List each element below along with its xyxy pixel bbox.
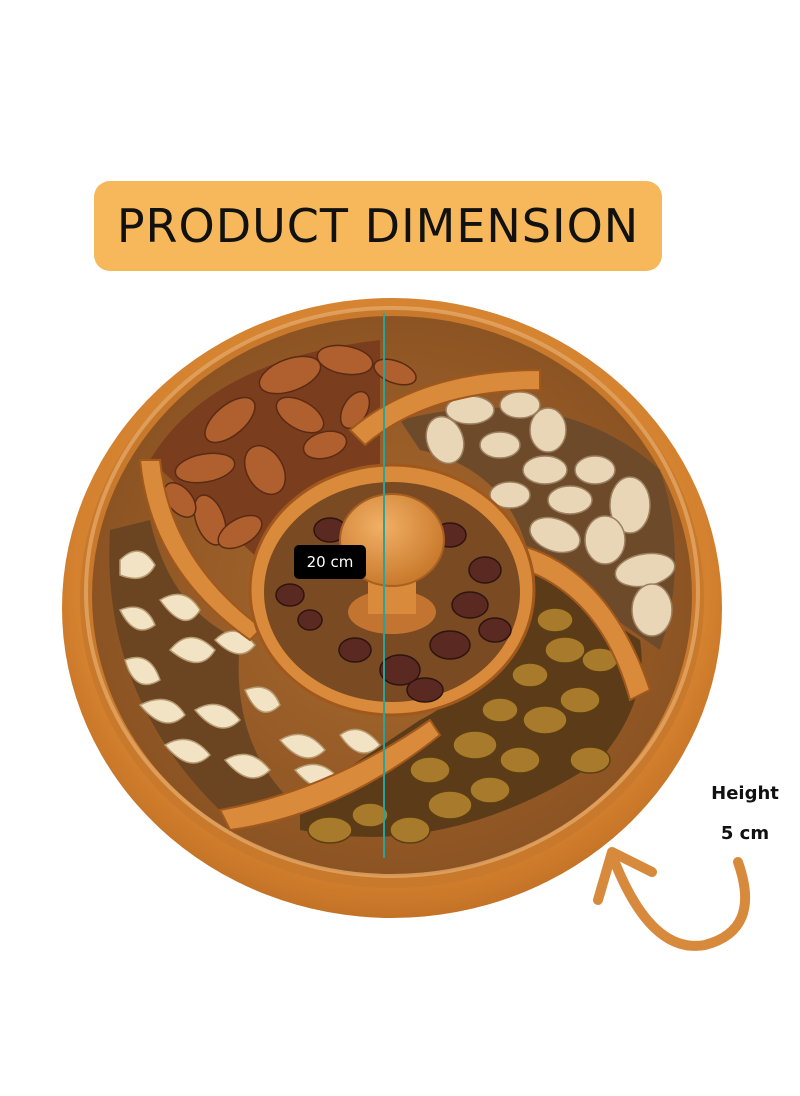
center-bowl	[248, 463, 536, 717]
height-arrow	[593, 847, 751, 951]
height-value: 5 cm	[720, 823, 770, 844]
height-title: Height	[711, 783, 779, 804]
page-title: PRODUCT DIMENSION	[116, 199, 640, 253]
title-banner: PRODUCT DIMENSION	[94, 181, 662, 271]
almond-section	[150, 340, 417, 560]
diameter-label: 20 cm	[294, 545, 366, 579]
pistachio-section	[400, 391, 676, 650]
